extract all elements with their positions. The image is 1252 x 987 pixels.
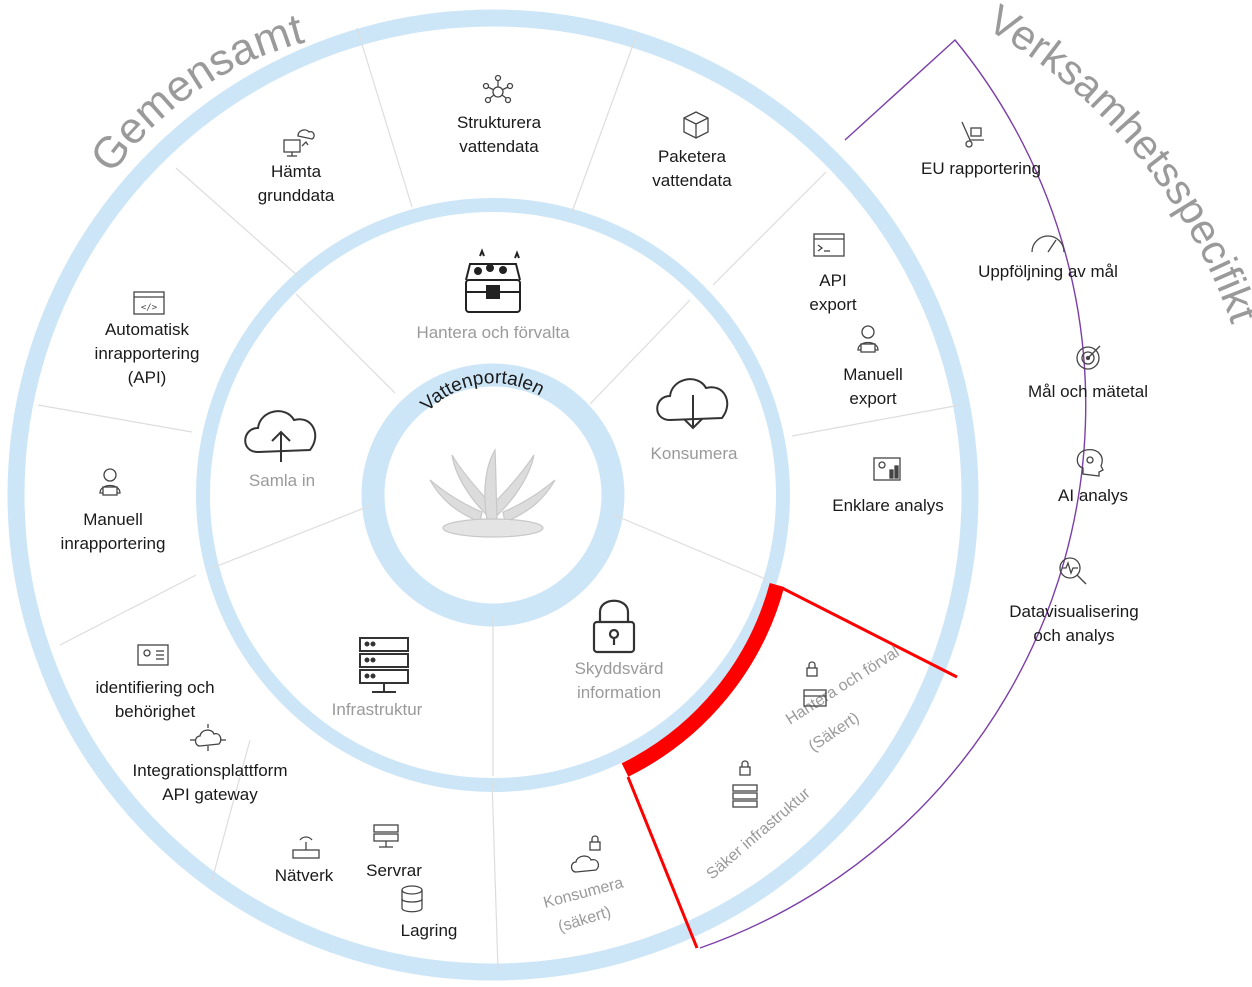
label-identity: identifiering och behörighet [80, 676, 230, 724]
label-manual-export: Manuell export [823, 363, 923, 411]
lock-cloud-icon [570, 835, 601, 873]
label-dataviz-1: Datavisualisering [1009, 602, 1139, 621]
cloud-download-icon [656, 378, 729, 430]
label-manual-export-1: Manuell [843, 365, 903, 384]
label-integration-2: API gateway [162, 785, 258, 804]
lock-server-icon [732, 760, 758, 808]
label-integration: Integrationsplattform API gateway [110, 759, 310, 807]
label-package-1: Paketera [657, 147, 727, 166]
label-manual-reporting: Manuell inrapportering [43, 508, 183, 556]
fountain-icon [429, 447, 556, 538]
secure-boundary [626, 586, 958, 949]
label-manual-reporting-2: inrapportering [60, 534, 166, 553]
cloud-integration-icon [190, 724, 226, 751]
router-icon [292, 836, 320, 859]
label-structure-2: vattendata [459, 137, 539, 156]
gauge-icon [1031, 235, 1065, 253]
label-simple-analysis: Enklare analys [832, 496, 944, 515]
label-goals: Mål och mätetal [1028, 382, 1148, 401]
ai-head-icon [1076, 449, 1104, 477]
label-package-2: vattendata [652, 171, 732, 190]
label-dataviz-2: och analys [1033, 626, 1115, 645]
label-auto-reporting: Automatisk inrapportering (API) [77, 318, 217, 390]
label-fetch: Hämta grunddata [236, 160, 356, 208]
label-api-export: API export [793, 269, 873, 317]
server-icon [373, 824, 399, 848]
label-api-export-1: API [819, 271, 847, 290]
label-protected-line1: Skyddsvärd [574, 659, 664, 678]
label-ai: AI analys [1058, 486, 1128, 505]
label-network: Nätverk [274, 866, 334, 885]
label-identity-2: behörighet [114, 702, 196, 721]
svg-text:</>: </> [141, 303, 158, 313]
label-dataviz: Datavisualisering och analys [994, 600, 1154, 648]
label-protected-line2: information [576, 683, 662, 702]
id-card-icon [137, 644, 169, 666]
label-manual-export-2: export [849, 389, 897, 408]
label-followup: Uppföljning av mål [978, 262, 1118, 281]
secure-arc [621, 583, 785, 777]
label-fetch-1: Hämta [270, 162, 322, 181]
label-structure-1: Strukturera [456, 113, 542, 132]
developer-person-icon [857, 325, 879, 353]
label-structure: Strukturera vattendata [429, 111, 569, 159]
label-manage: Hantera och förvalta [416, 323, 570, 342]
label-servers: Servrar [366, 861, 422, 880]
hand-truck-icon [961, 121, 984, 148]
label-auto-reporting-3: (API) [127, 368, 167, 387]
label-auto-reporting-2: inrapportering [94, 344, 200, 363]
label-identity-1: identifiering och [95, 678, 215, 697]
label-manual-reporting-1: Manuell [83, 510, 143, 529]
code-window-icon: </> [133, 291, 165, 315]
computer-sync-icon [283, 129, 315, 157]
label-protected: Skyddsvärd information [549, 657, 689, 705]
label-integration-1: Integrationsplattform [132, 761, 288, 780]
outer-dividers [37, 27, 961, 971]
business-bracket [699, 38, 1087, 949]
label-eu: EU rapportering [920, 159, 1041, 178]
label-fetch-2: grunddata [257, 186, 335, 205]
cloud-upload-icon [244, 410, 317, 462]
label-auto-reporting-1: Automatisk [104, 320, 190, 339]
terminal-window-icon [813, 233, 845, 257]
target-icon [1076, 345, 1101, 370]
network-molecule-icon [482, 74, 514, 104]
database-icon [401, 885, 423, 913]
developer-person-icon [99, 468, 121, 496]
label-storage: Lagring [400, 921, 458, 940]
label-collect: Samla in [248, 471, 316, 490]
padlock-icon [592, 599, 636, 654]
inner-dividers [211, 293, 769, 776]
analytics-chart-icon [873, 457, 901, 481]
server-rack-icon [359, 637, 409, 693]
treasure-chest-icon [465, 248, 521, 313]
lock-chest-icon [803, 661, 827, 707]
label-consume: Konsumera [650, 444, 738, 463]
label-api-export-2: export [809, 295, 857, 314]
label-infrastructure: Infrastruktur [331, 700, 423, 719]
label-package: Paketera vattendata [632, 145, 752, 193]
package-icon [683, 111, 709, 139]
magnifier-pulse-icon [1059, 557, 1087, 585]
